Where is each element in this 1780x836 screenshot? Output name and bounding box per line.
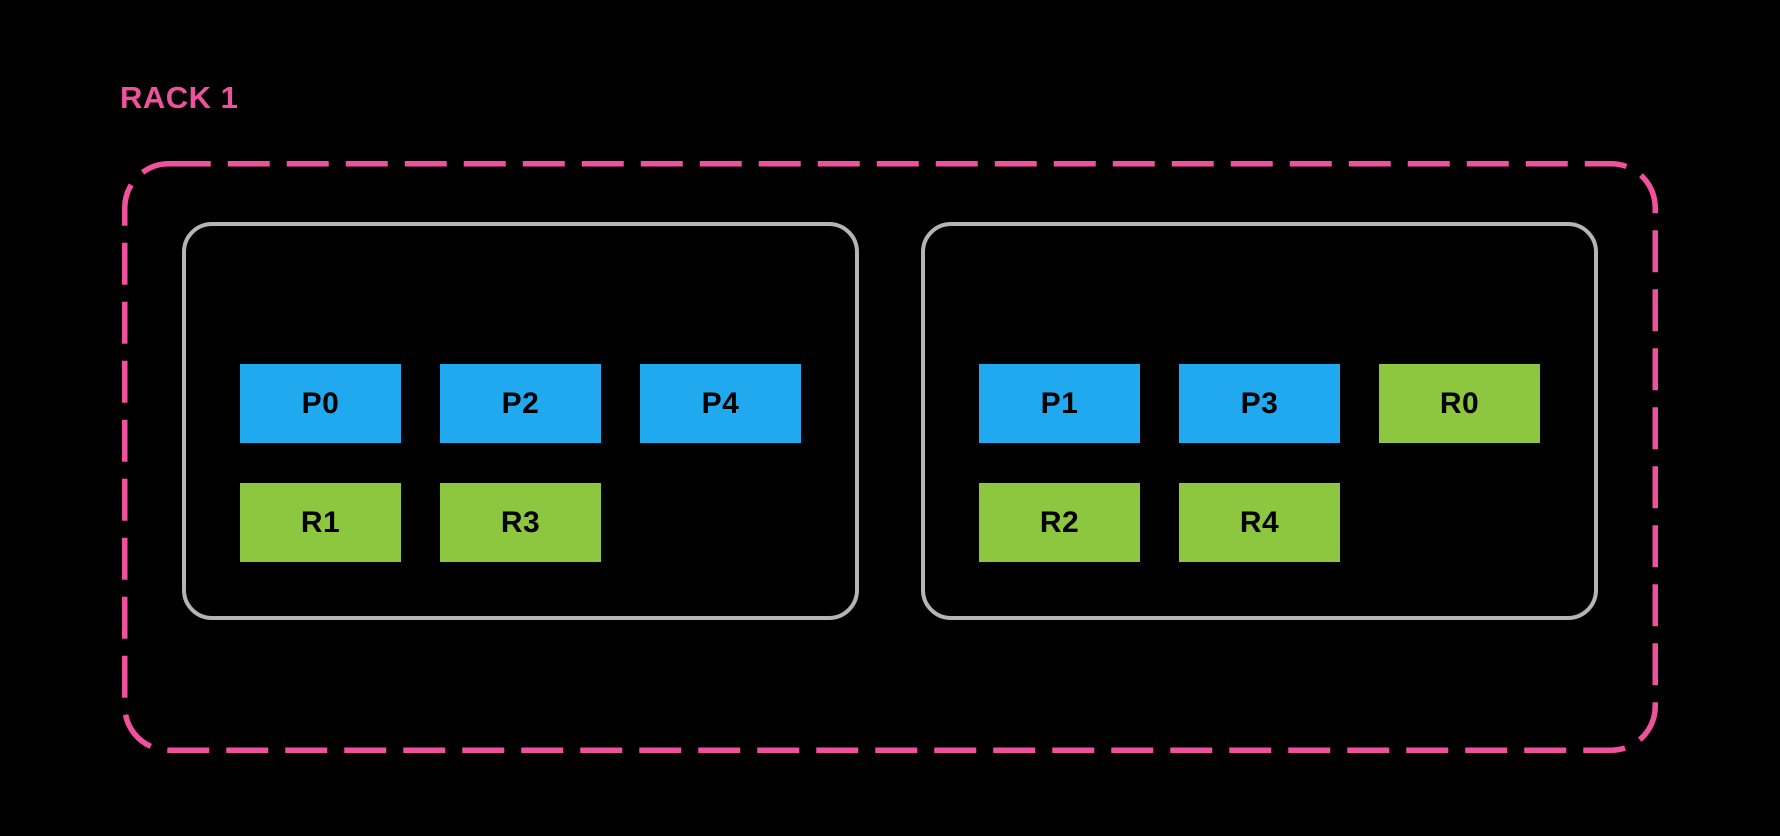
shard-box-p3: P3 xyxy=(1179,364,1340,443)
shard-box-r0: R0 xyxy=(1379,364,1540,443)
shard-box-p4: P4 xyxy=(640,364,801,443)
shard-box-r3: R3 xyxy=(440,483,601,562)
shard-box-p2: P2 xyxy=(440,364,601,443)
shard-box-r2: R2 xyxy=(979,483,1140,562)
rack-title: RACK 1 xyxy=(120,80,239,115)
rack-boundary-rect xyxy=(122,161,1658,753)
shard-box-p1: P1 xyxy=(979,364,1140,443)
shard-box-p0: P0 xyxy=(240,364,401,443)
shard-box-r4: R4 xyxy=(1179,483,1340,562)
shard-box-r1: R1 xyxy=(240,483,401,562)
